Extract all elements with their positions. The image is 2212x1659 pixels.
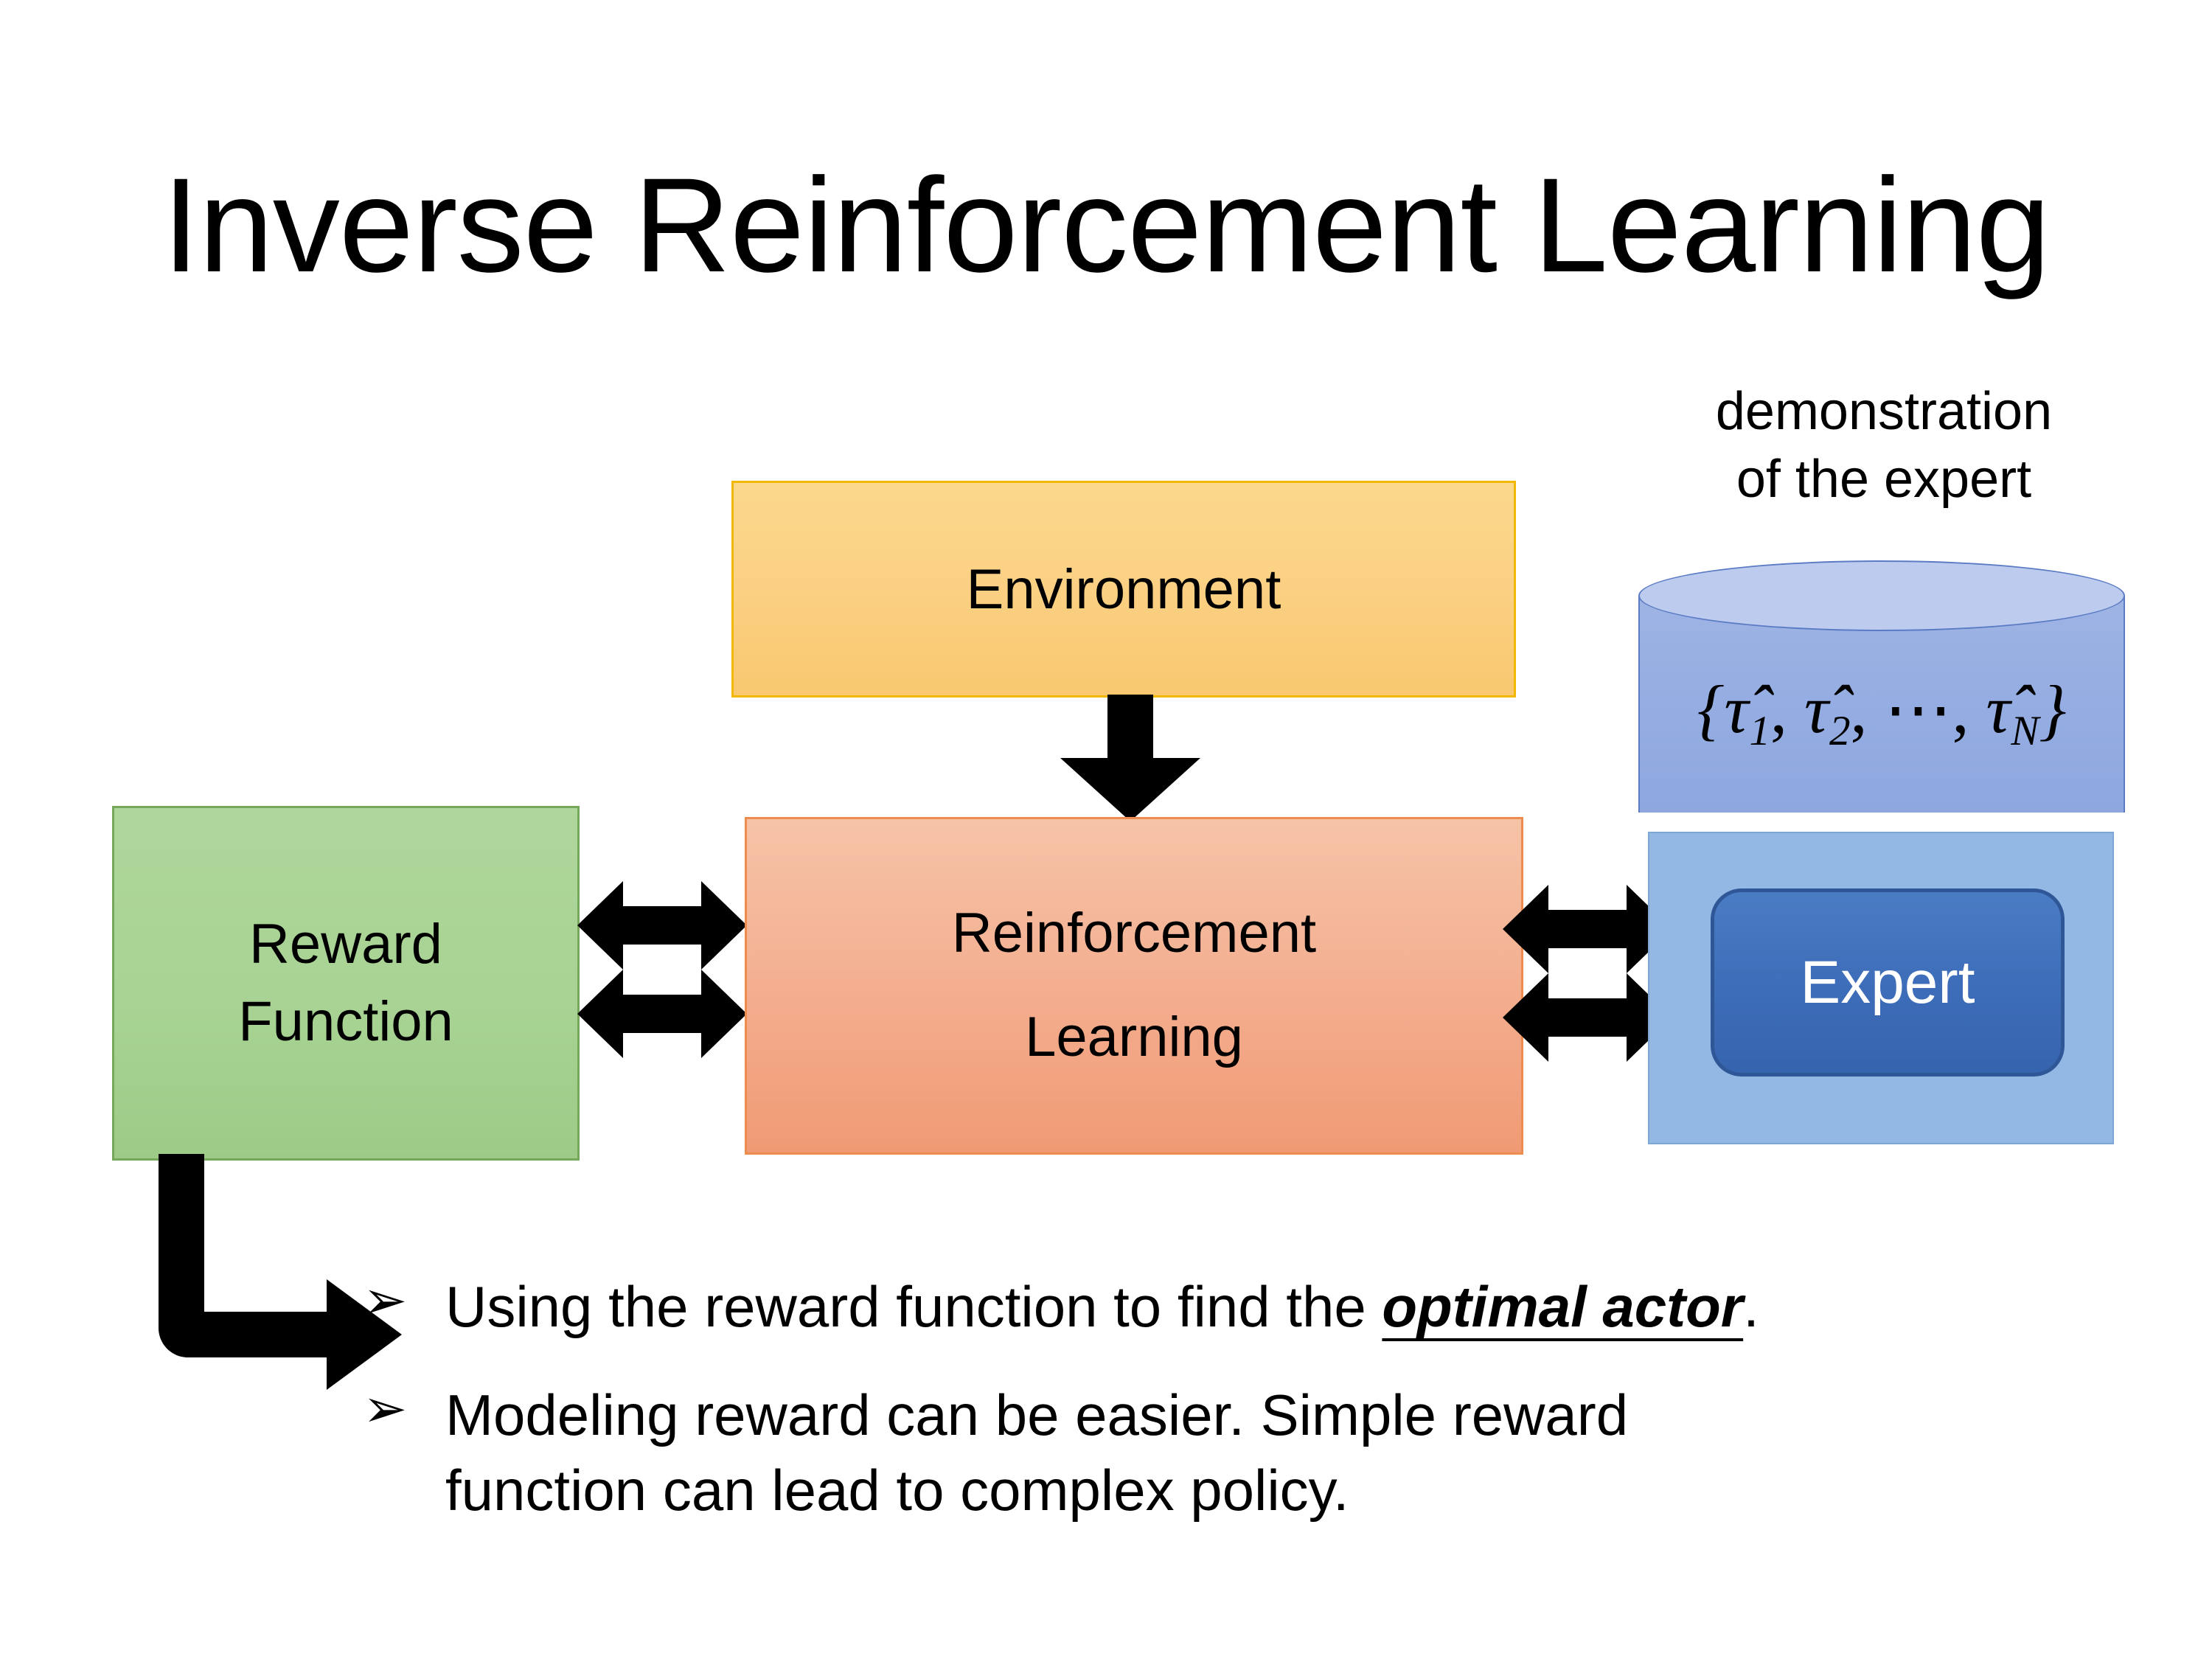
rl-expert-bidirectional-arrow-icon bbox=[1503, 885, 1672, 1062]
demonstration-caption-line1: demonstration bbox=[1715, 382, 2053, 441]
expert-node[interactable]: Expert bbox=[1711, 888, 2065, 1077]
cylinder-top-ellipse bbox=[1638, 560, 2125, 631]
reinforcement-learning-node[interactable]: Reinforcement Learning bbox=[745, 817, 1523, 1155]
list-item: ➢ Modeling reward can be easier. Simple r… bbox=[363, 1378, 2132, 1528]
comma-2: , bbox=[1850, 672, 1885, 747]
bullet-2-line2: function can lead to complex policy. bbox=[445, 1457, 1349, 1523]
cylinder-body bbox=[1638, 596, 2125, 813]
demonstration-caption: demonstration of the expert bbox=[1618, 378, 2149, 513]
notes-list: ➢ Using the reward function to find the o… bbox=[363, 1270, 2132, 1562]
tau-2: τ̂ bbox=[1804, 672, 1829, 747]
reward-rl-bidirectional-arrow-icon bbox=[577, 881, 747, 1058]
comma-1: , bbox=[1770, 672, 1804, 747]
bullet-1-suffix: . bbox=[1743, 1274, 1759, 1339]
brace-open: { bbox=[1697, 672, 1725, 747]
bullet-marker-icon: ➢ bbox=[363, 1380, 408, 1439]
bullet-1-emphasis: optimal actor bbox=[1382, 1274, 1744, 1339]
comma-3: , bbox=[1952, 672, 1986, 747]
reward-function-label: Reward Function bbox=[238, 906, 453, 1061]
brace-close: } bbox=[2039, 672, 2067, 747]
reward-to-notes-bent-arrow-icon bbox=[159, 1154, 402, 1390]
tau-n-subscript: N bbox=[2011, 708, 2039, 755]
bullet-1-prefix: Using the reward function to find the bbox=[445, 1274, 1382, 1339]
reward-function-line1: Reward bbox=[249, 912, 442, 975]
bullet-marker-icon: ➢ bbox=[363, 1271, 408, 1330]
tau-1-subscript: 1 bbox=[1749, 708, 1770, 755]
demonstration-caption-line2: of the expert bbox=[1736, 450, 2032, 509]
environment-label: Environment bbox=[966, 557, 1281, 621]
reinforcement-learning-line2: Learning bbox=[1025, 1006, 1243, 1068]
bullet-2-line1: Modeling reward can be easier. Simple re… bbox=[445, 1382, 1629, 1448]
trajectory-database-cylinder: {τ̂1, τ̂2, ⋯, τ̂N} bbox=[1638, 560, 2125, 846]
reinforcement-learning-label: Reinforcement Learning bbox=[952, 882, 1316, 1089]
list-item: ➢ Using the reward function to find the o… bbox=[363, 1270, 2132, 1344]
reward-function-line2: Function bbox=[238, 990, 453, 1053]
reinforcement-learning-line1: Reinforcement bbox=[951, 902, 1317, 965]
reward-function-node[interactable]: Reward Function bbox=[112, 806, 580, 1161]
ellipsis: ⋯ bbox=[1884, 672, 1952, 747]
expert-label: Expert bbox=[1800, 948, 1975, 1016]
tau-n: τ̂ bbox=[1986, 672, 2011, 747]
tau-2-subscript: 2 bbox=[1829, 708, 1851, 755]
environment-node[interactable]: Environment bbox=[731, 481, 1516, 698]
environment-to-rl-arrow-icon bbox=[1060, 695, 1200, 821]
tau-1: τ̂ bbox=[1724, 672, 1749, 747]
trajectory-set-label: {τ̂1, τ̂2, ⋯, τ̂N} bbox=[1638, 669, 2125, 755]
page-title: Inverse Reinforcement Learning bbox=[162, 150, 2051, 300]
